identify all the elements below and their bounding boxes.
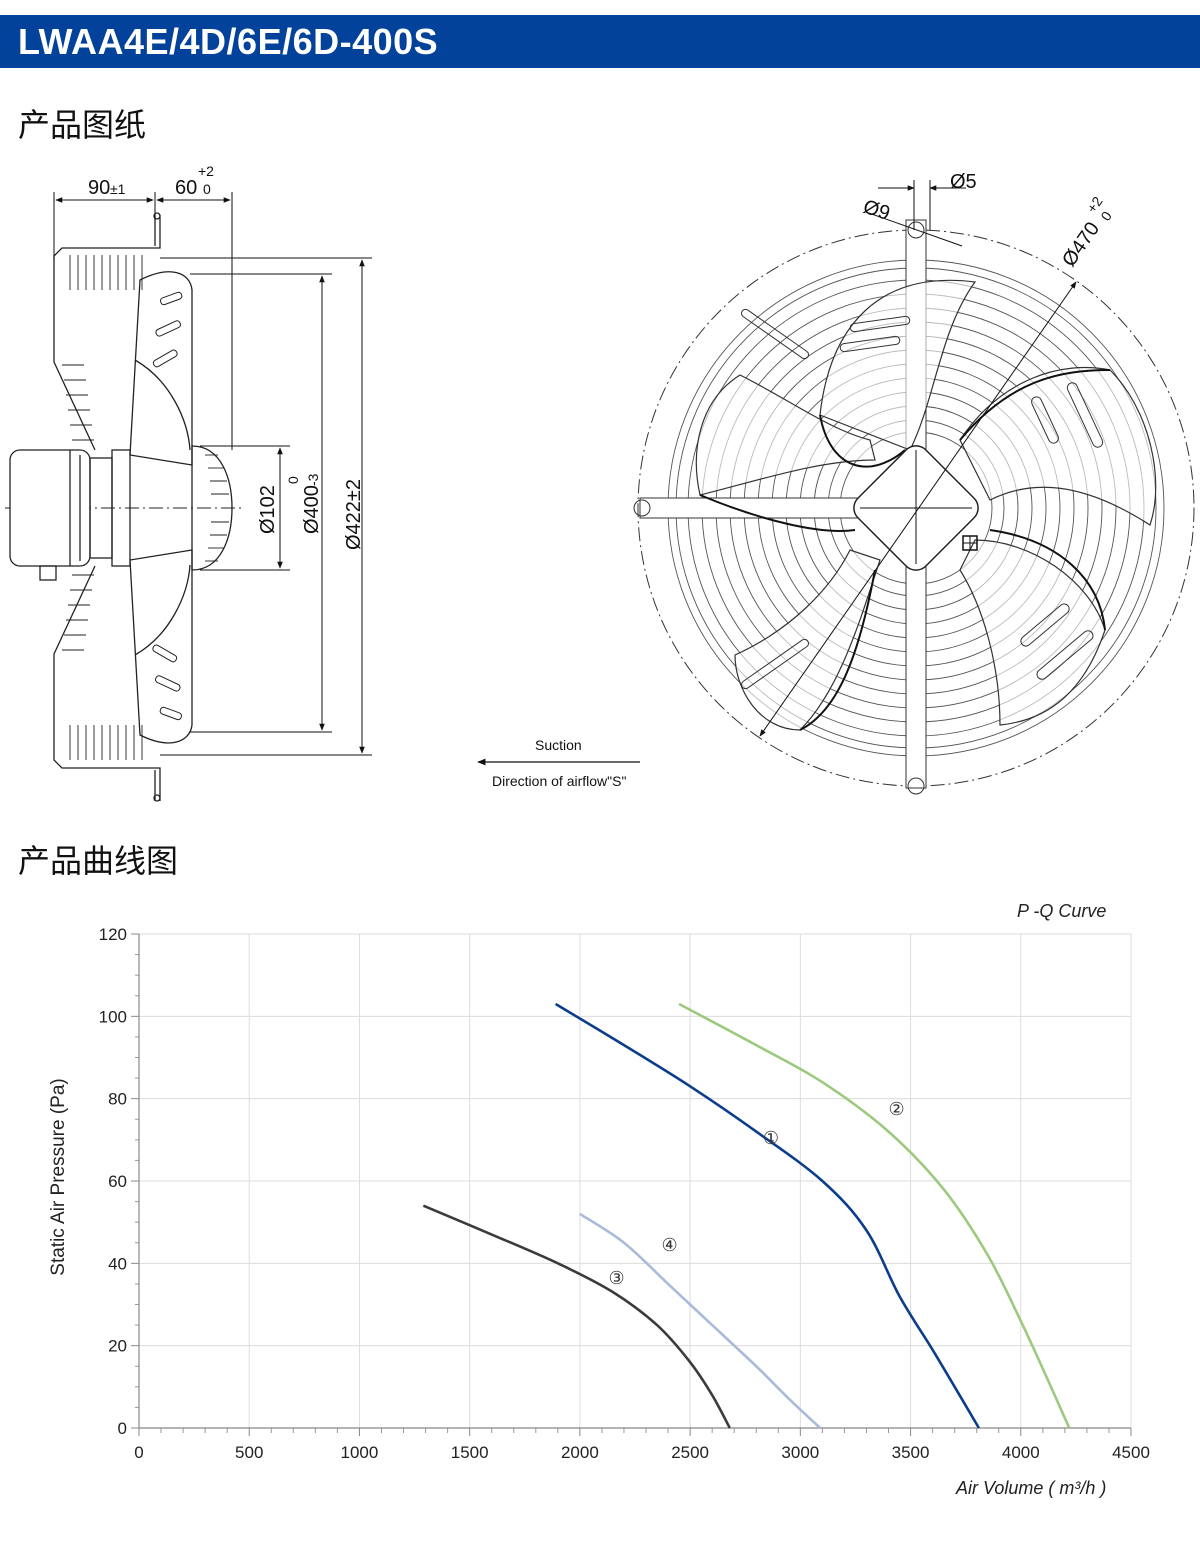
y-axis-label: Static Air Pressure (Pa) — [48, 1078, 69, 1275]
dim-slot-outer: Ø9 — [860, 196, 892, 225]
dim-hub-diameter: Ø102 — [257, 485, 279, 534]
dim-depth-tolerance: ±1 — [110, 181, 126, 197]
side-dimensions — [53, 192, 372, 756]
product-title: LWAA4E/4D/6E/6D-400S — [18, 21, 439, 62]
dim-depth: 90 — [88, 177, 110, 199]
x-tick-label: 3500 — [892, 1443, 930, 1462]
x-axis-label: Air Volume ( m³/h ) — [955, 1478, 1106, 1498]
x-tick-label: 1000 — [341, 1443, 379, 1462]
y-tick-label: 80 — [108, 1090, 127, 1109]
pq-chart: 0 500 1000 1500 2000 2500 3000 3500 4000 4500 0 20 4… — [48, 901, 1150, 1498]
dim-guard-diameter: Ø422±2 — [343, 479, 365, 550]
dim-blade-tol-upper: 0 — [285, 476, 301, 484]
series-label-3: ③ — [609, 1268, 625, 1289]
x-tick-label: 4500 — [1112, 1443, 1150, 1462]
dim-slot-inner: Ø5 — [950, 171, 977, 193]
y-tick-label: 120 — [99, 925, 127, 944]
series-label-2: ② — [889, 1099, 905, 1120]
series-line-4 — [579, 1212, 822, 1429]
x-tick-label: 0 — [134, 1443, 143, 1462]
x-tick-label: 4000 — [1002, 1443, 1040, 1462]
y-tick-label: 40 — [108, 1254, 127, 1273]
title-bar: LWAA4E/4D/6E/6D-400S — [0, 15, 1200, 68]
x-tick-label: 3000 — [781, 1443, 819, 1462]
suction-label: Suction — [535, 737, 582, 753]
y-tick-label: 0 — [118, 1419, 127, 1438]
series-label-4: ④ — [661, 1235, 677, 1256]
x-tick-label: 1500 — [451, 1443, 489, 1462]
chart-series: ① ② ③ ④ — [422, 1002, 1071, 1429]
front-view — [633, 219, 1195, 795]
x-tick-label: 500 — [235, 1443, 263, 1462]
series-label-1: ① — [763, 1128, 779, 1149]
series-line-1 — [554, 1002, 981, 1429]
y-tick-label: 100 — [99, 1007, 127, 1026]
x-tick-label: 2000 — [561, 1443, 599, 1462]
series-line-3 — [422, 1204, 731, 1429]
dim-mount-diameter: Ø470 — [1058, 218, 1104, 271]
dim-mount-tol-lower: 0 — [1097, 208, 1115, 224]
dim-blade-diameter: Ø400 — [301, 485, 323, 534]
dim-inlet: 60 — [175, 177, 197, 199]
y-tick-label: 60 — [108, 1172, 127, 1191]
curve-heading: 产品曲线图 — [18, 842, 179, 880]
chart-grid — [138, 933, 1132, 1429]
series-line-2 — [678, 1002, 1071, 1429]
drawing-heading: 产品图纸 — [18, 106, 147, 144]
airflow-indicator: Suction Direction of airflow"S" — [477, 737, 640, 789]
chart-ticks: 0 500 1000 1500 2000 2500 3000 3500 4000 4500 0 20 4… — [99, 925, 1150, 1462]
dim-mount-tol-upper: +2 — [1083, 193, 1105, 215]
dim-inlet-tol-lower: 0 — [203, 181, 211, 197]
technical-drawing: 90 ±1 60 +2 0 Ø102 Ø400 0 -3 Ø422±2 Suct… — [5, 163, 1195, 802]
front-dimensions — [759, 180, 1077, 737]
dim-blade-tol-lower: -3 — [305, 473, 321, 486]
chart-title: P -Q Curve — [1017, 901, 1106, 921]
airflow-direction-label: Direction of airflow"S" — [492, 773, 626, 789]
dim-inlet-tol-upper: +2 — [198, 163, 214, 179]
x-tick-label: 2500 — [671, 1443, 709, 1462]
y-tick-label: 20 — [108, 1337, 127, 1356]
side-view — [5, 212, 245, 802]
